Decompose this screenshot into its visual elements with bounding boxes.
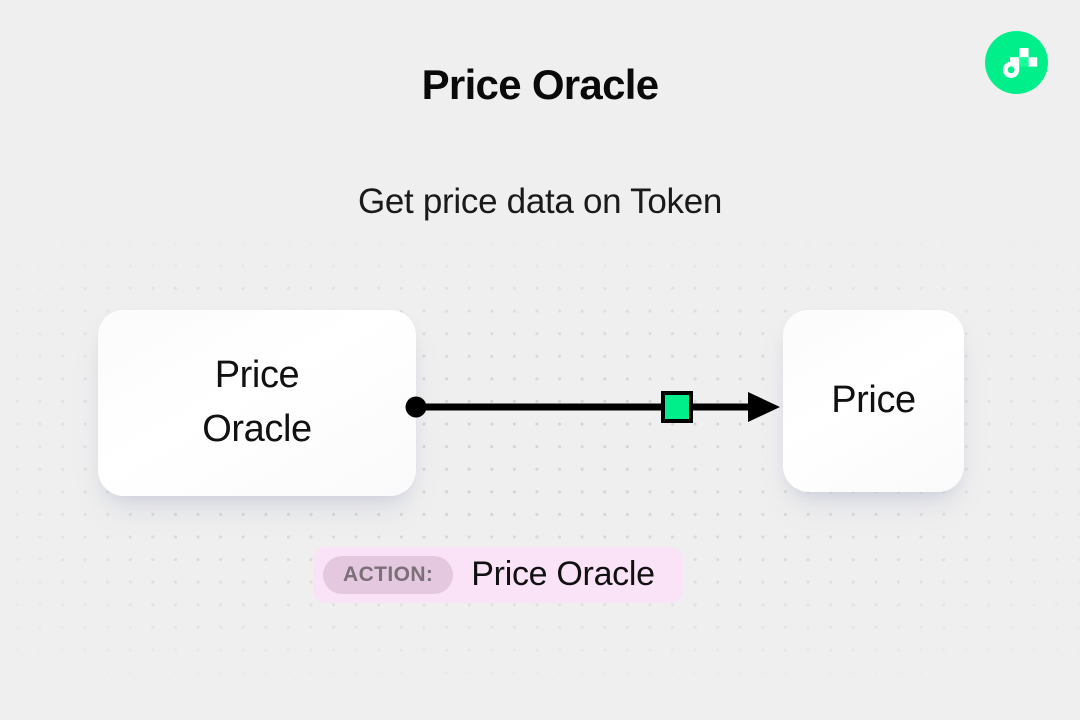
node-card-price[interactable]: Price	[783, 310, 964, 492]
node-label: Price	[831, 379, 916, 422]
node-label: Price Oracle	[202, 354, 312, 450]
connector-arrow-icon	[748, 392, 780, 422]
action-badge-label: ACTION:	[323, 556, 454, 594]
page-title: Price Oracle	[421, 61, 659, 108]
flow-logo-icon	[985, 31, 1048, 94]
connector-green-marker[interactable]	[661, 391, 693, 423]
action-badge-value: Price Oracle	[471, 554, 655, 593]
action-badge[interactable]: ACTION: Price Oracle	[313, 547, 683, 603]
node-card-price-oracle[interactable]: Price Oracle	[98, 310, 416, 496]
page-subtitle: Get price data on Token	[357, 182, 723, 221]
